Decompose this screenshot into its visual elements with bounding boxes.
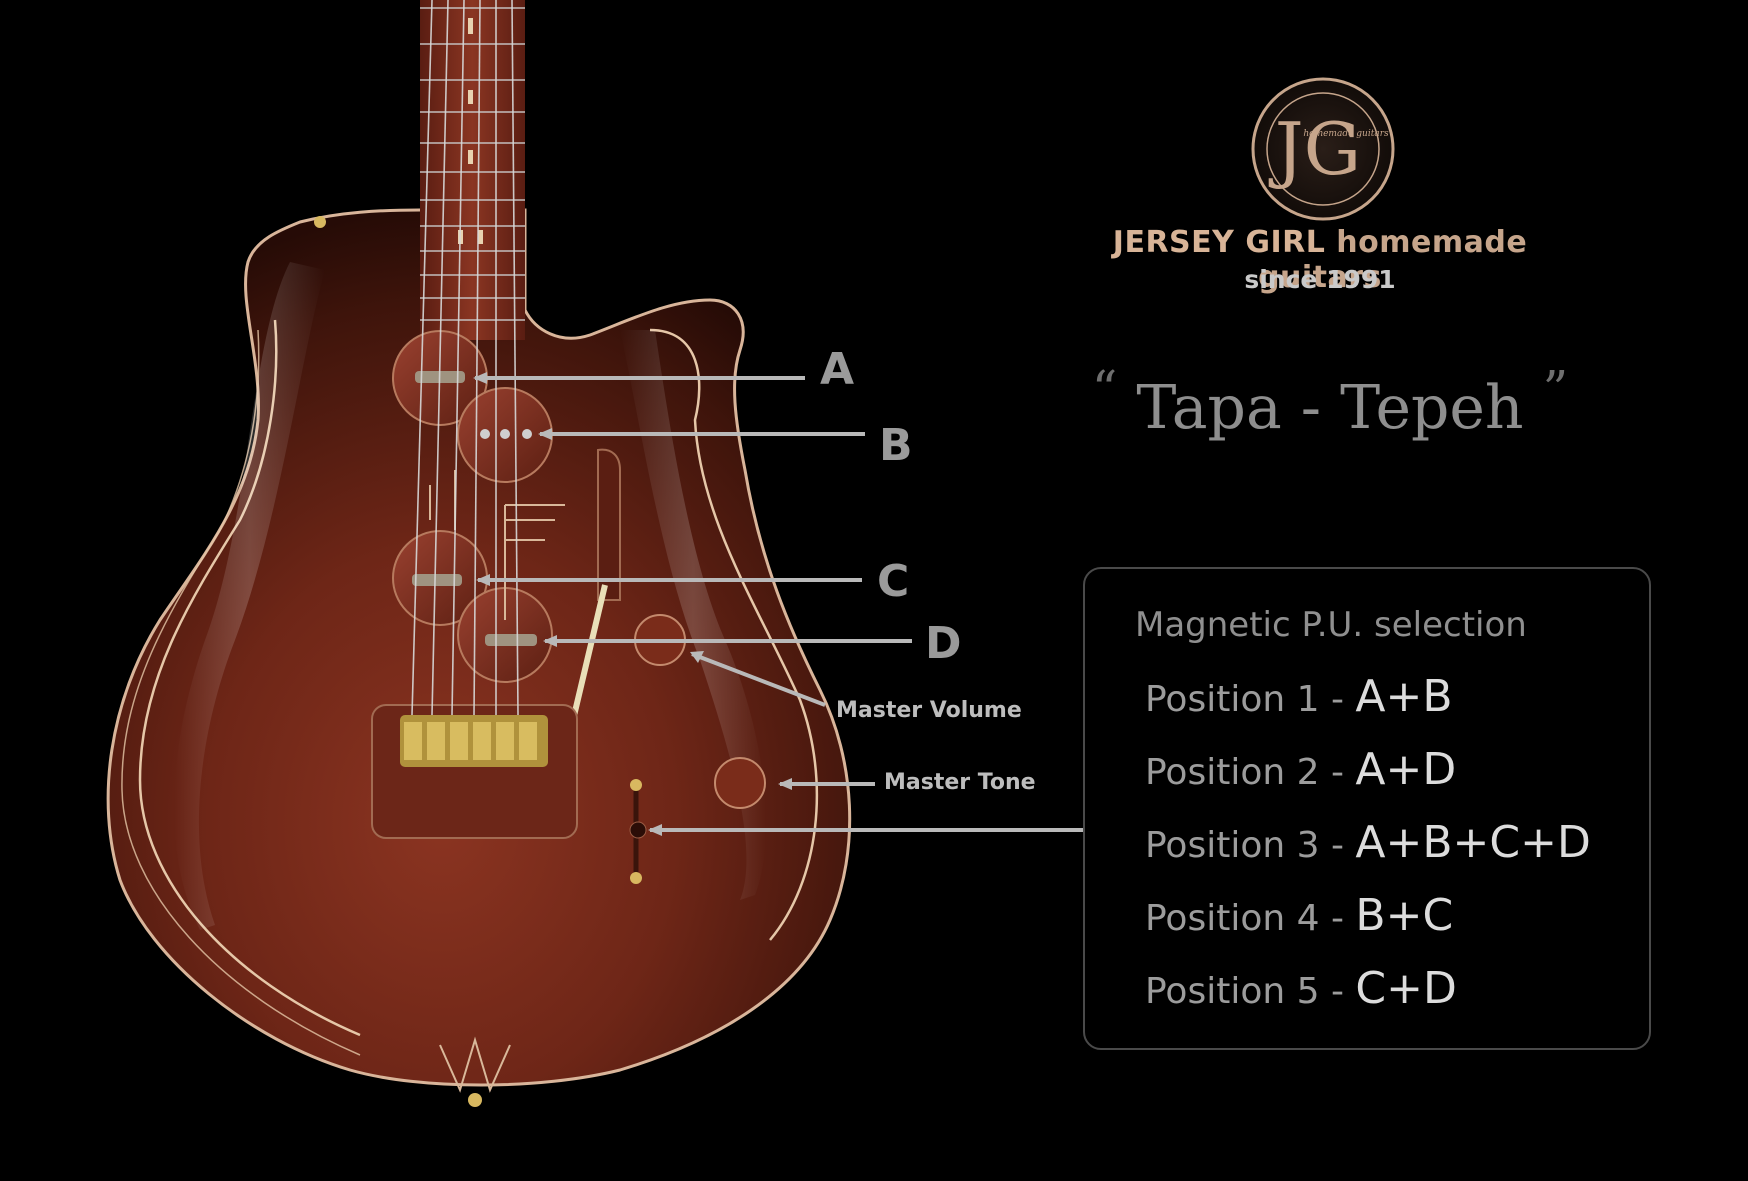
pickup-label-d: D [925,618,962,669]
position-row-5: Position 5 - C+D [1145,963,1457,1014]
position-row-3: Position 3 - A+B+C+D [1145,817,1591,868]
position-combo: B+C [1355,890,1454,941]
position-row-2: Position 2 - A+D [1145,744,1456,795]
logo-monogram: JG [1268,107,1361,191]
position-combo: A+B+C+D [1355,817,1591,868]
guitar-neck [420,0,525,340]
panel-title: Magnetic P.U. selection [1135,605,1527,645]
pickup-label-c: C [877,556,910,607]
position-label: Position 5 - [1145,971,1356,1012]
model-name-block: “ Tapa - Tepeh ” [1090,360,1570,443]
pickup-selection-panel: Magnetic P.U. selection Position 1 - A+B… [1083,567,1651,1050]
position-label: Position 2 - [1145,752,1356,793]
pickup-label-a: A [820,344,855,395]
brand-name-part2: homemade guitars [1258,225,1528,295]
open-quote: “ [1091,360,1118,418]
master-tone-label: Master Tone [884,770,1036,795]
brand-since: since 1991 [1244,265,1396,294]
brand-name: JERSEY GIRL homemade guitars [1060,225,1580,295]
close-quote: ” [1542,360,1569,418]
master-volume-label: Master Volume [836,698,1022,723]
position-row-1: Position 1 - A+B [1145,671,1453,722]
jg-seal-logo: JG homemade guitars [1248,74,1398,224]
position-row-4: Position 4 - B+C [1145,890,1453,941]
brand-name-part1: JERSEY GIRL [1112,225,1326,260]
pickup-label-b: B [879,420,913,471]
position-combo: C+D [1355,963,1457,1014]
position-label: Position 1 - [1145,679,1356,720]
logo-small-text: homemade guitars [1303,129,1389,139]
tone-knob [714,757,766,809]
model-name: Tapa - Tepeh [1136,373,1524,443]
position-combo: A+B [1355,671,1453,722]
position-combo: A+D [1355,744,1457,795]
position-label: Position 4 - [1145,898,1356,939]
position-label: Position 3 - [1145,825,1356,866]
